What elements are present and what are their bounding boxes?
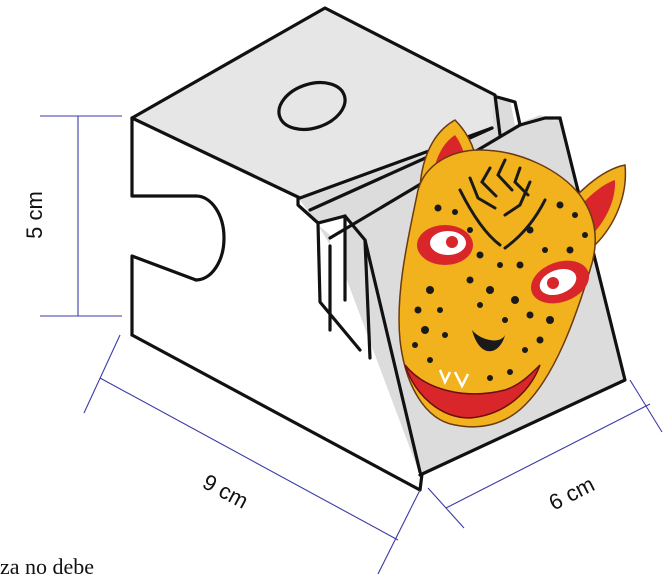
mask-eyes (417, 225, 590, 304)
mask-head (398, 149, 596, 428)
block-slot-recess (318, 218, 360, 350)
block-left-face (132, 118, 370, 360)
caption-fragment: za no debe (0, 554, 95, 579)
dimension-height-label: 5 cm (22, 191, 47, 239)
dimension-height: 5 cm (22, 115, 122, 317)
jaguar-mask-icon (398, 119, 627, 428)
dimension-length-label: 9 cm (199, 469, 253, 513)
block-top-face (132, 8, 493, 200)
mask-spots (412, 201, 588, 381)
top-hole (277, 80, 347, 132)
mask-mouth (404, 364, 541, 419)
dimension-depth-label: 6 cm (545, 471, 599, 515)
